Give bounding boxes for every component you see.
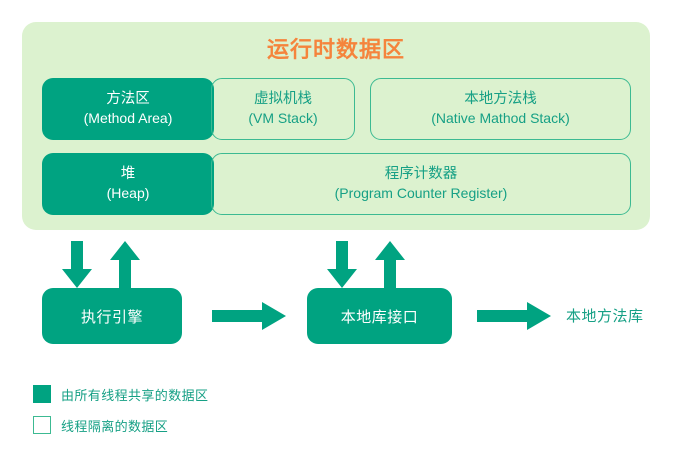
legend-item-shared-label: 由所有线程共享的数据区 bbox=[61, 387, 209, 403]
memory-box-native-method-stack: 本地方法栈 (Native Mathod Stack) bbox=[370, 78, 631, 140]
memory-box-vm-stack-cn: 虚拟机栈 bbox=[254, 91, 312, 108]
arrow-down-icon bbox=[62, 241, 92, 288]
memory-box-method-area: 方法区 (Method Area) bbox=[42, 78, 214, 140]
memory-box-program-counter-register: 程序计数器 (Program Counter Register) bbox=[211, 153, 631, 215]
arrow-up-icon bbox=[375, 241, 405, 288]
memory-box-program-counter-register-en: (Program Counter Register) bbox=[334, 185, 508, 202]
arrow-right-icon bbox=[477, 302, 551, 330]
legend-item-isolated: 线程隔离的数据区 bbox=[33, 412, 208, 438]
memory-box-vm-stack: 虚拟机栈 (VM Stack) bbox=[211, 78, 355, 140]
arrow-down-icon bbox=[327, 241, 357, 288]
arrow-right-icon bbox=[212, 302, 286, 330]
memory-box-heap-cn: 堆 bbox=[120, 166, 136, 183]
legend: 由所有线程共享的数据区 线程隔离的数据区 bbox=[33, 381, 208, 443]
memory-box-method-area-cn: 方法区 bbox=[106, 91, 150, 108]
legend-item-isolated-label: 线程隔离的数据区 bbox=[61, 418, 169, 434]
memory-box-program-counter-register-cn: 程序计数器 bbox=[384, 166, 458, 183]
memory-box-heap: 堆 (Heap) bbox=[42, 153, 214, 215]
page-title: 运行时数据区 bbox=[266, 37, 405, 62]
runtime-data-area-panel: 运行时数据区 方法区 (Method Area) 虚拟机栈 (VM Stack)… bbox=[22, 22, 650, 230]
memory-box-heap-en: (Heap) bbox=[106, 185, 150, 202]
legend-item-shared: 由所有线程共享的数据区 bbox=[33, 381, 208, 407]
legend-swatch-filled-icon bbox=[33, 385, 51, 403]
process-box-execution-engine: 执行引擎 bbox=[42, 288, 182, 344]
process-box-native-interface: 本地库接口 bbox=[307, 288, 452, 344]
memory-box-vm-stack-en: (VM Stack) bbox=[248, 110, 318, 127]
memory-box-native-method-stack-cn: 本地方法栈 bbox=[464, 91, 537, 108]
memory-box-native-method-stack-en: (Native Mathod Stack) bbox=[431, 110, 570, 127]
label-native-library: 本地方法库 bbox=[566, 308, 644, 325]
legend-swatch-outline-icon bbox=[33, 416, 51, 434]
arrow-up-icon bbox=[110, 241, 140, 288]
memory-box-method-area-en: (Method Area) bbox=[83, 110, 173, 127]
